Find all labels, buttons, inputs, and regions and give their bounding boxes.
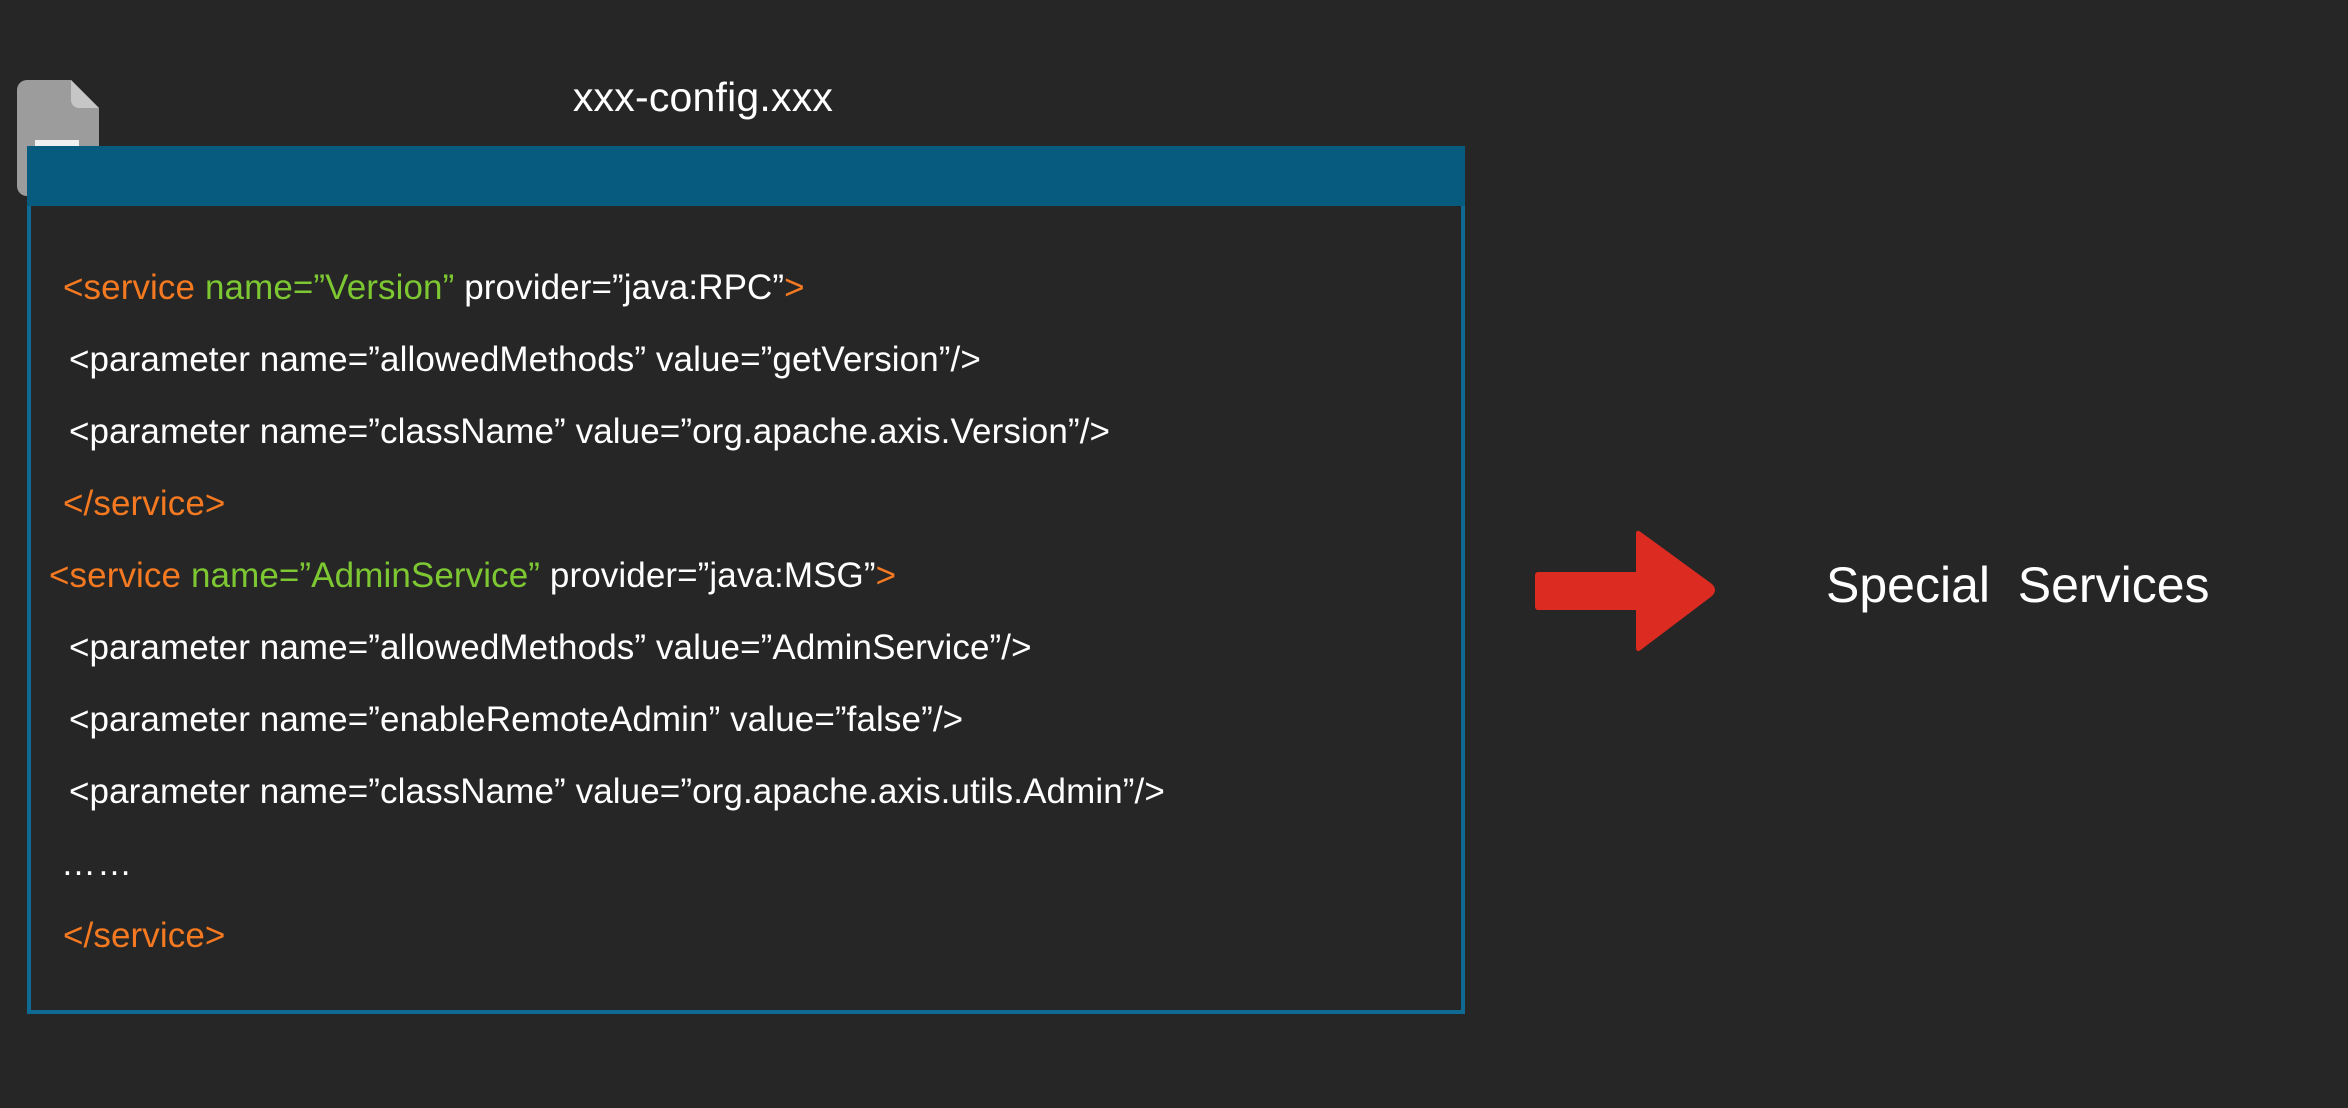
code-panel: <service name=”Version” provider=”java:R… <box>27 206 1465 1014</box>
code-line: </service> <box>31 900 1461 972</box>
special-services-label: Special Services <box>1826 557 2210 613</box>
code-line: <parameter name=”allowedMethods” value=”… <box>31 612 1461 684</box>
code-token-plain: <parameter name=”allowedMethods” value=”… <box>69 340 981 379</box>
code-token-plain: <parameter name=”enableRemoteAdmin” valu… <box>69 700 964 739</box>
code-body: <service name=”Version” provider=”java:R… <box>31 206 1461 972</box>
code-token-plain: <parameter name=”className” value=”org.a… <box>69 412 1111 451</box>
code-token-tag: <service <box>49 556 191 595</box>
code-token-tag: </service> <box>63 484 226 523</box>
code-token-plain: <parameter name=”allowedMethods” value=”… <box>69 628 1032 667</box>
code-token-attr: name=”AdminService” <box>190 556 541 595</box>
code-line: <parameter name=”enableRemoteAdmin” valu… <box>31 684 1461 756</box>
code-line: <parameter name=”allowedMethods” value=”… <box>31 324 1461 396</box>
code-line: <parameter name=”className” value=”org.a… <box>31 396 1461 468</box>
page-title: xxx-config.xxx <box>572 74 834 120</box>
code-token-tag: > <box>875 556 897 595</box>
code-token-tag: </service> <box>63 916 226 955</box>
code-line-ellipsis: …… <box>31 828 1461 900</box>
code-token-attr: name=”Version” <box>204 268 455 307</box>
code-line: <parameter name=”className” value=”org.a… <box>31 756 1461 828</box>
code-token-plain: <parameter name=”className” value=”org.a… <box>69 772 1165 811</box>
code-token-tag: <service <box>63 268 205 307</box>
code-token-plain: provider=”java:RPC” <box>454 268 785 307</box>
right-arrow-icon <box>1532 528 1718 654</box>
code-line: <service name=”Version” provider=”java:R… <box>31 252 1461 324</box>
code-token-tag: > <box>784 268 805 307</box>
code-token-plain: provider=”java:MSG” <box>540 556 876 595</box>
code-line: </service> <box>31 468 1461 540</box>
code-token-plain: …… <box>61 844 133 883</box>
code-line: <service name=”AdminService” provider=”j… <box>31 540 1461 612</box>
code-panel-header-bar <box>27 146 1465 206</box>
